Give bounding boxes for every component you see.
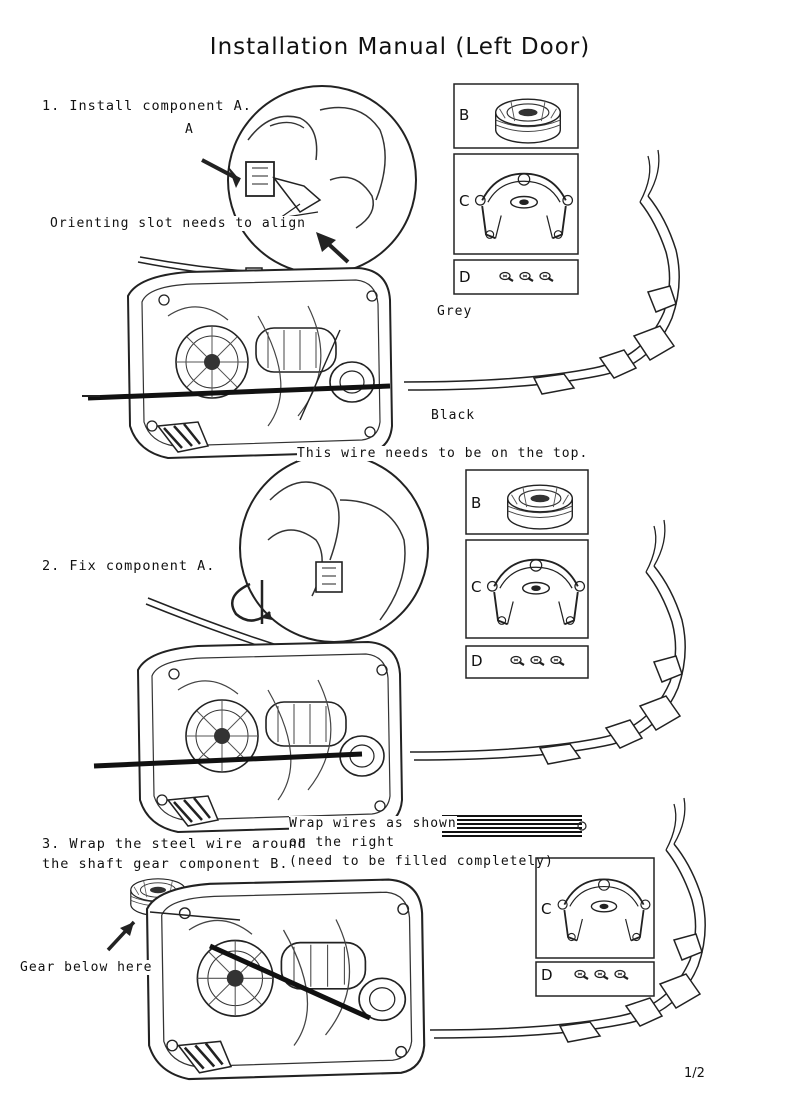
page-title: Installation Manual (Left Door) [209,34,591,60]
black-wire-label: Black [431,408,476,423]
wrap-note-line-1: Wrap wires as shown [289,816,457,831]
grey-wire-label: Grey [437,304,473,319]
gear-below-label: Gear below here [20,960,153,975]
wrap-note-line-3: (need to be filled completely) [289,854,554,869]
wire-sample [442,814,587,837]
part-b-letter: B [459,106,470,124]
part-d-letter: D [471,652,483,670]
page-number: 1/2 [684,1066,705,1081]
part-b-letter: B [471,494,482,512]
step-2-instruction: 2. Fix component A. [42,558,216,574]
part-d-letter: D [459,268,471,286]
part-c-letter: C [541,900,552,918]
wrap-note-line-2: on the right [289,835,395,850]
orienting-slot-label: Orienting slot needs to align [50,216,306,231]
step-1-instruction: 1. Install component A. [42,98,252,114]
part-c-letter: C [459,192,470,210]
part-d-letter: D [541,966,553,984]
step-3-instruction-line-1: 3. Wrap the steel wire around [42,836,307,852]
part-c-letter: C [471,578,482,596]
step-3-instruction-line-2: the shaft gear component B. [42,856,289,872]
wire-on-top-note: This wire needs to be on the top. [297,446,589,461]
component-a-label: A [185,122,194,137]
